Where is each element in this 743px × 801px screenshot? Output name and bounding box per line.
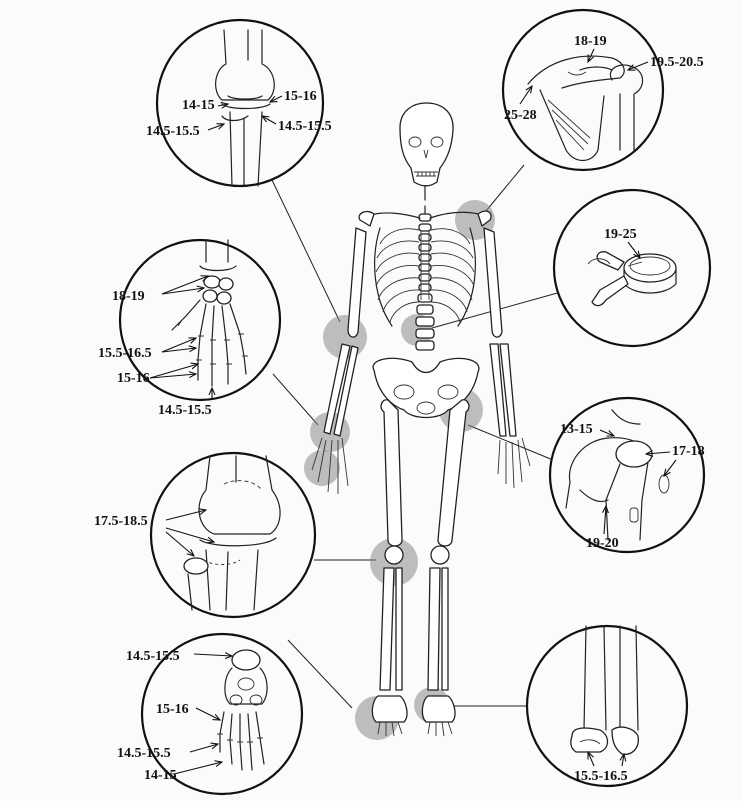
spine — [416, 186, 434, 350]
label-15-16: 15-16 — [156, 702, 189, 717]
inset-ankle: 15.5-16.5 — [527, 626, 687, 786]
inset-foot: 14.5-15.5 15-16 14.5-15.5 14-15 — [117, 634, 302, 794]
label-14-5-15-5-top: 14.5-15.5 — [126, 649, 180, 664]
inset-knee-lateral: 14-15 15-16 14.5-15.5 14.5-15.5 — [146, 20, 332, 186]
label-18-19: 18-19 — [574, 34, 607, 49]
label-13-15: 13-15 — [560, 422, 593, 437]
inset-vertebra: 19-25 — [554, 190, 710, 346]
label-15-5-16-5: 15.5-16.5 — [98, 346, 152, 361]
skull — [400, 103, 453, 186]
label-19-5-20-5: 19.5-20.5 — [650, 55, 704, 70]
label-14-15: 14-15 — [144, 768, 177, 783]
inset-hip: 13-15 17-18 19-20 — [550, 398, 705, 552]
label-14-5-15-5-right: 14.5-15.5 — [278, 119, 332, 134]
inset-wrist-hand: 18-19 15.5-16.5 15-16 14.5-15.5 — [98, 240, 280, 418]
label-14-5-15-5-left: 14.5-15.5 — [146, 124, 200, 139]
label-14-15: 14-15 — [182, 98, 215, 113]
legs — [372, 400, 469, 736]
label-17-5-18-5: 17.5-18.5 — [94, 514, 148, 529]
label-18-19: 18-19 — [112, 289, 145, 304]
label-14-5-15-5: 14.5-15.5 — [158, 403, 212, 418]
label-15-16: 15-16 — [117, 371, 150, 386]
label-15-5-16-5: 15.5-16.5 — [574, 769, 628, 784]
label-14-5-15-5-bottom: 14.5-15.5 — [117, 746, 171, 761]
inset-knee-frontal: 17.5-18.5 — [94, 453, 315, 617]
label-25-28: 25-28 — [504, 108, 537, 123]
label-17-18: 17-18 — [672, 444, 705, 459]
inset-shoulder: 18-19 19.5-20.5 25-28 — [503, 10, 704, 170]
label-19-25: 19-25 — [604, 227, 637, 242]
label-19-20: 19-20 — [586, 536, 619, 551]
label-15-16: 15-16 — [284, 89, 317, 104]
